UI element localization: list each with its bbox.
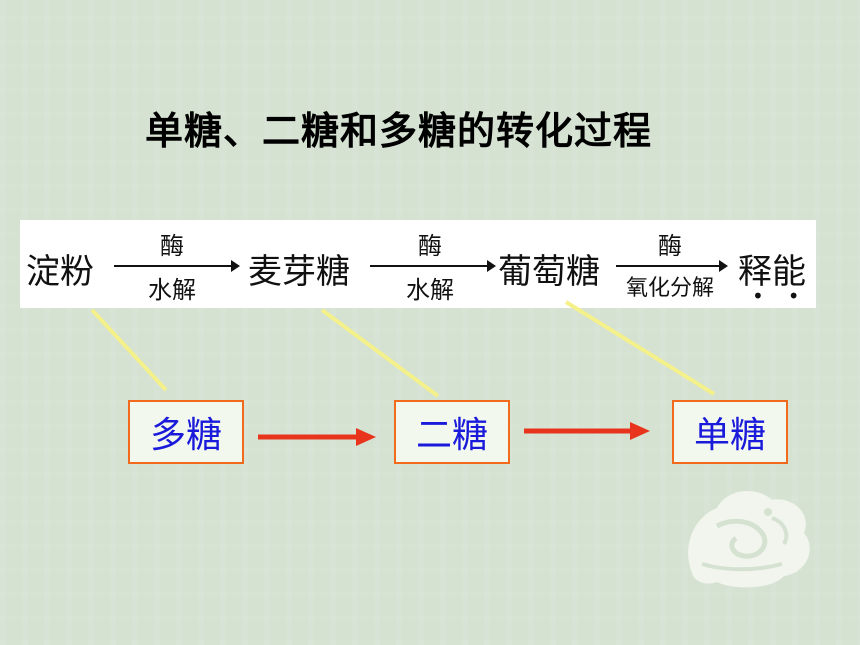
step3-enzyme: 酶 (658, 232, 682, 260)
step3-arrow (616, 260, 728, 272)
step2-arrow (370, 260, 496, 272)
starch-label: 淀粉 (26, 252, 94, 292)
slide-title: 单糖、二糖和多糖的转化过程 (145, 108, 653, 153)
polysaccharide-box: 多糖 (128, 400, 244, 464)
arrowhead-di-to-mono (630, 422, 650, 440)
step2-enzyme: 酶 (418, 232, 442, 260)
connector-glucose (564, 300, 716, 396)
maltose-label: 麦芽糖 (248, 252, 350, 292)
monosaccharide-box: 单糖 (672, 400, 788, 464)
decorative-emblem-icon (688, 490, 810, 588)
glucose-label: 葡萄糖 (498, 252, 600, 292)
disaccharide-box: 二糖 (394, 400, 510, 464)
step3-process: 氧化分解 (625, 276, 714, 301)
step1-enzyme: 酶 (160, 232, 184, 260)
energy-label: 释能 (738, 252, 806, 292)
arrowhead-poly-to-di (356, 428, 376, 446)
step1-arrow (114, 260, 240, 272)
energy-dots: •• (752, 284, 824, 308)
step1-process: 水解 (148, 276, 196, 304)
reaction-equation: 淀粉 酶 水解 麦芽糖 酶 水解 葡萄糖 酶 氧化分解 释能 •• (20, 220, 816, 308)
connector-maltose (320, 308, 440, 398)
connector-starch (90, 308, 168, 392)
step2-process: 水解 (406, 276, 454, 304)
